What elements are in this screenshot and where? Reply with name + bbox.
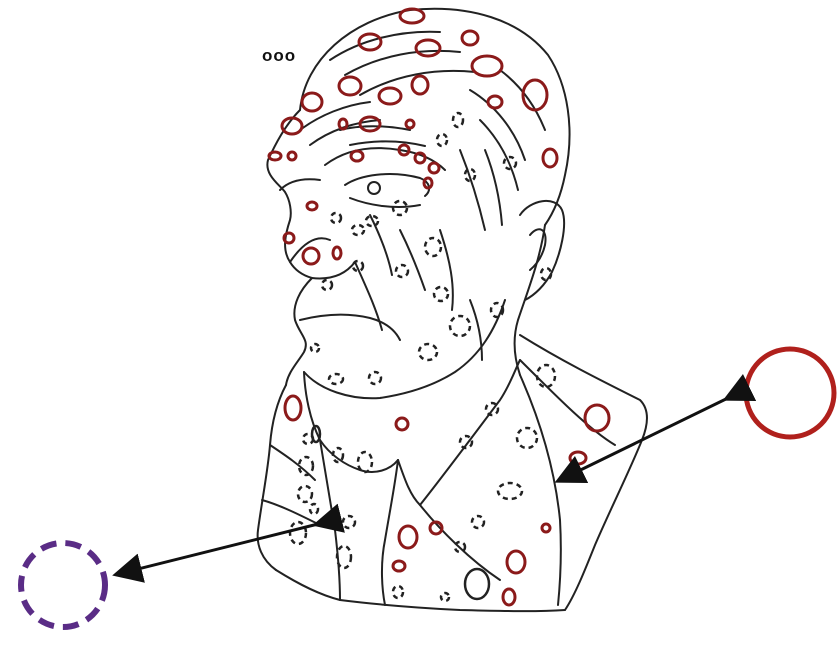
top-marker-label: ooo	[262, 46, 296, 66]
dashed-purple-legend-circle	[21, 543, 105, 627]
eye-pupil	[368, 182, 380, 194]
arrow-to-dashed-legend	[118, 524, 318, 574]
arrow-to-solid-legend	[560, 398, 728, 480]
connector-arrows	[118, 398, 728, 574]
bust-outline	[258, 9, 647, 611]
solid-red-legend-circle	[746, 349, 834, 437]
solid-lesion-markers	[269, 9, 609, 605]
